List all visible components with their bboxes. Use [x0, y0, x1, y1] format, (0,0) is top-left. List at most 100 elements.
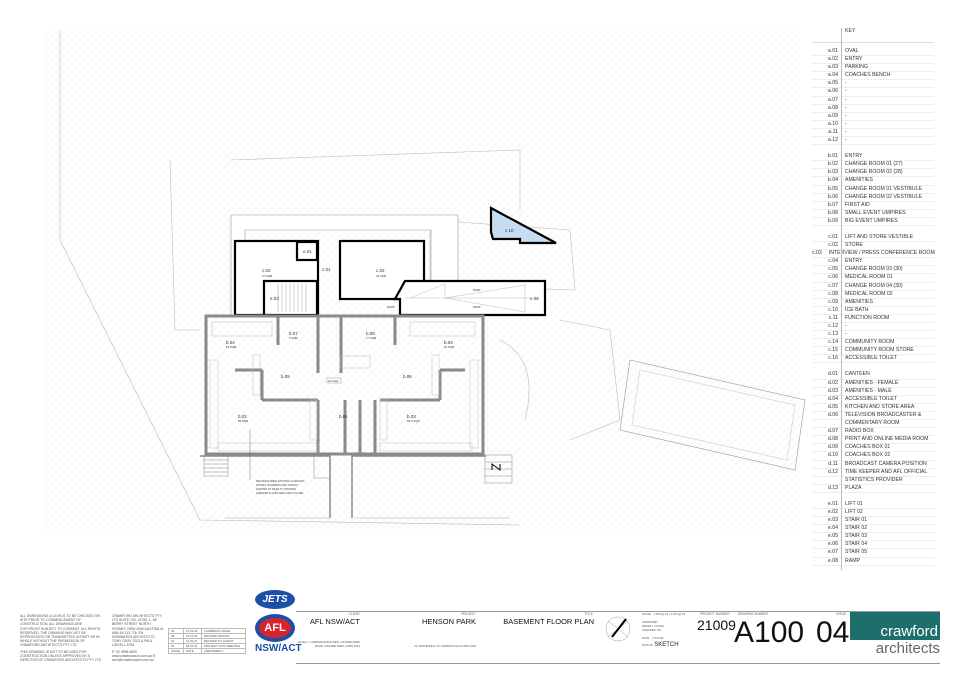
key-code: b.06 — [827, 193, 838, 200]
key-label: RADIO BOX — [845, 428, 874, 435]
key-code: d.07 — [827, 428, 838, 435]
client-name: AFL NSW/ACT — [309, 617, 360, 626]
key-code: c.02 — [828, 242, 838, 249]
room-area: 34 SQM — [376, 274, 387, 278]
key-label: PARKING — [845, 64, 868, 71]
key-code: e.02 — [827, 508, 838, 515]
basement-walls — [233, 239, 547, 317]
status-value: SKETCH — [654, 642, 679, 648]
project-label: PROJECT — [461, 612, 476, 616]
logo-architects: architects — [875, 640, 940, 657]
key-row: c.13- — [812, 331, 934, 340]
disclaimer-notes-2: THIS DRAWING IS NOT TO BE USED FOR CONST… — [20, 650, 102, 663]
key-row: COMMENTARY ROOM — [812, 420, 934, 429]
key-code: c.14 — [828, 339, 838, 346]
key-code: c.04 — [828, 258, 838, 265]
key-code: c.16 — [828, 355, 838, 362]
key-label: KITCHEN AND STORE AREA — [845, 403, 915, 410]
key-code: c.10 — [828, 306, 838, 313]
room-area: 17 SQM — [366, 336, 377, 340]
key-label: MEDICAL ROOM 01 — [845, 274, 893, 281]
key-label: COACHES BOX 01 — [845, 444, 891, 451]
room-label: b.08 — [366, 331, 375, 336]
key-label: CANTEEN — [845, 371, 870, 378]
key-code: e.03 — [827, 517, 838, 524]
key-label: COMMENTARY ROOM — [845, 420, 900, 427]
room-area: 18 SQM — [226, 345, 237, 349]
key-row: a.07- — [812, 97, 934, 105]
key-label: OVAL — [845, 48, 859, 54]
room-label: b.03 — [407, 414, 416, 419]
key-code: a.07 — [827, 96, 838, 103]
change-room-lockers — [209, 321, 479, 452]
key-code: a.05 — [827, 80, 838, 87]
ice-bath-c10 — [489, 206, 557, 245]
key-code: c.11 — [828, 314, 838, 321]
room-label: e.08 — [530, 296, 539, 301]
key-label: AMENITIES — [845, 177, 873, 184]
key-code: e.01 — [827, 500, 838, 507]
plan-note: RECONFIGURED EXISTING CHANGING — [256, 479, 305, 483]
drawn-label: DRAWN — [642, 624, 653, 628]
key-code: c.12 — [828, 323, 838, 329]
room-label: b.02 — [238, 414, 247, 419]
key-label: - — [845, 80, 847, 87]
key-label: COACHES BENCH — [845, 72, 891, 79]
room-label: e.01 — [303, 249, 312, 254]
key-code: e.08 — [827, 557, 838, 564]
titleblock-top-line — [296, 611, 940, 612]
project-name: HENSON PARK — [421, 617, 476, 626]
stair-e03 — [277, 284, 307, 312]
room-label: e.03 — [270, 296, 279, 301]
issue-number: 04 — [816, 616, 850, 649]
key-group-gap — [812, 226, 934, 234]
room-label: c.01 — [322, 267, 331, 272]
key-row: STATISTICS PROVIDER — [812, 477, 934, 485]
titleblock-bottom-line — [296, 663, 940, 664]
key-label: - — [845, 120, 847, 127]
key-code: b.08 — [827, 209, 838, 216]
crawford-logo: crawford — [850, 612, 940, 640]
key-code: d.09 — [827, 444, 838, 451]
key-label: ENTRY — [845, 153, 863, 160]
plan-note: GREATER FLOOR AREA AND VOLUME — [256, 491, 303, 495]
key-code: d.12 — [827, 468, 838, 475]
room-area: 9 SQM — [289, 336, 298, 340]
key-code: e.06 — [827, 541, 838, 548]
key-code: c.07 — [828, 282, 838, 289]
ramp-label: RAMP — [473, 305, 481, 309]
approved-label: APPROVED — [642, 620, 658, 624]
key-label: CHANGE ROOM 01 (27) — [845, 161, 903, 168]
external-stairs — [203, 454, 513, 484]
key-label: - — [845, 128, 847, 135]
key-code: a.04 — [827, 72, 838, 79]
revision-cell: AMENDMENT — [200, 648, 247, 654]
key-code: e.04 — [827, 525, 838, 532]
key-group-gap — [812, 493, 934, 501]
key-code: d.13 — [827, 484, 838, 491]
key-code: a.02 — [827, 56, 838, 63]
afl-nsw-act-logo: AFL NSW/ACT — [255, 614, 302, 662]
key-code: b.09 — [827, 217, 838, 224]
key-label: TIME KEEPER AND AFL OFFICIAL — [845, 468, 928, 475]
plan-note: ROOMS, SHOWERS AND TOILETS — [256, 483, 298, 487]
